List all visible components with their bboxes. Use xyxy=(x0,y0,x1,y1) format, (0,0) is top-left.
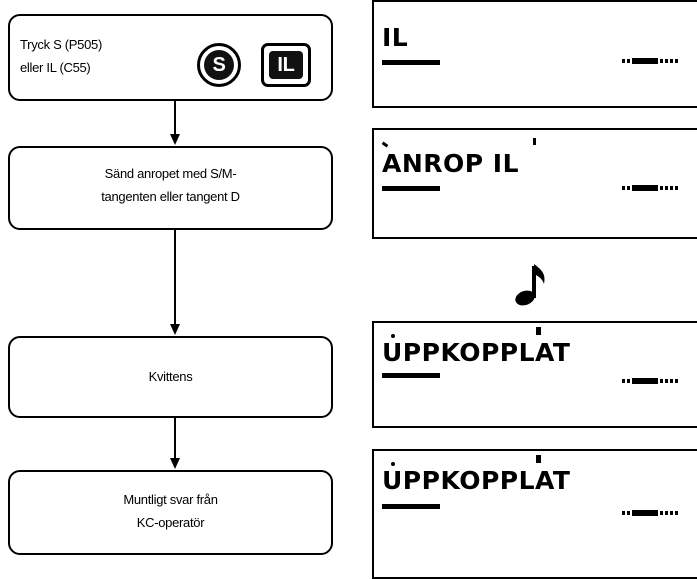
il-key-icon: IL xyxy=(261,43,311,87)
s-key-label: S xyxy=(204,50,234,80)
step-4-line-1: Muntligt svar från xyxy=(123,492,218,507)
cursor-bar xyxy=(382,373,440,378)
il-key-label: IL xyxy=(269,51,303,79)
status-marker xyxy=(536,455,541,463)
display-panel-uppkopplat-2: UPPKOPPLAT xyxy=(372,449,697,579)
signal-strength-icon xyxy=(622,58,678,64)
display-panel-il: IL xyxy=(372,0,697,108)
s-key-icon: S xyxy=(197,43,241,87)
status-marker xyxy=(391,462,395,466)
step-1-line-2: eller IL (C55) xyxy=(20,60,91,75)
display-panel-anrop: ANROP IL xyxy=(372,128,697,239)
signal-strength-icon xyxy=(622,378,678,384)
display-panel-uppkopplat-1: UPPKOPPLAT xyxy=(372,321,697,428)
step-acknowledge-box: Kvittens xyxy=(8,336,333,418)
cursor-bar xyxy=(382,504,440,509)
status-marker xyxy=(536,327,541,335)
step-4-line-2: KC-operatör xyxy=(136,515,205,530)
arrowhead-3-4 xyxy=(170,458,180,469)
status-marker xyxy=(391,334,395,338)
display-text: IL xyxy=(382,23,409,52)
step-press-key-box: Tryck S (P505) eller IL (C55) S IL xyxy=(8,14,333,101)
cursor-bar xyxy=(382,60,440,65)
display-text: UPPKOPPLAT xyxy=(382,338,571,367)
status-marker xyxy=(533,138,536,145)
arrowhead-1-2 xyxy=(170,134,180,145)
step-2-line-1: Sänd anropet med S/M- xyxy=(104,166,237,181)
display-text: UPPKOPPLAT xyxy=(382,466,571,495)
display-text: ANROP IL xyxy=(382,149,520,178)
cursor-bar xyxy=(382,186,440,191)
step-1-line-1: Tryck S (P505) xyxy=(20,37,103,52)
arrowhead-2-3 xyxy=(170,324,180,335)
status-marker xyxy=(381,141,389,148)
music-note-icon xyxy=(515,264,545,306)
step-2-line-2: tangenten eller tangent D xyxy=(101,189,240,204)
step-send-call-box: Sänd anropet med S/M- tangenten eller ta… xyxy=(8,146,333,230)
step-3-line-1: Kvittens xyxy=(148,369,193,384)
signal-strength-icon xyxy=(622,185,678,191)
step-verbal-reply-box: Muntligt svar från KC-operatör xyxy=(8,470,333,555)
signal-strength-icon xyxy=(622,510,678,516)
